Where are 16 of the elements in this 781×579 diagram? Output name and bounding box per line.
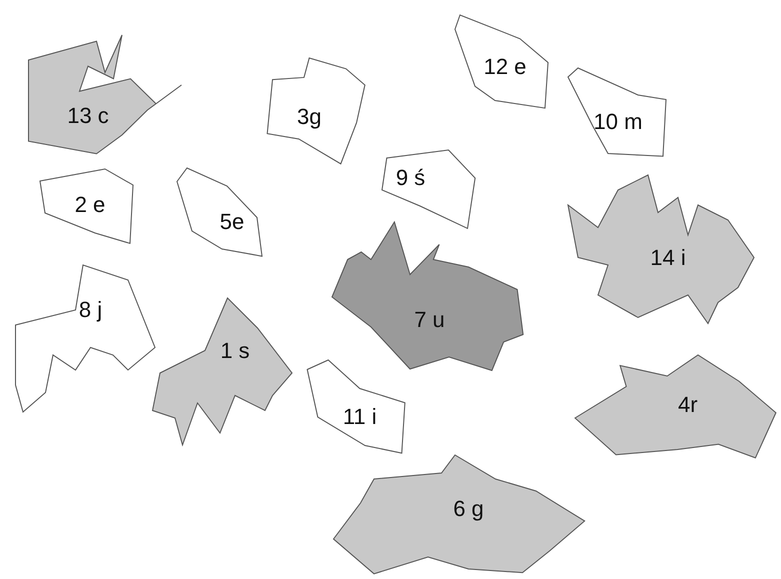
shape-label: 12 e: [484, 54, 526, 80]
shape-label: 2 e: [74, 192, 106, 218]
shape-label: 3g: [297, 104, 322, 130]
shape-label: 7 u: [414, 306, 445, 332]
shape-label: 9 ś: [396, 165, 426, 191]
outlined-polygon: [568, 68, 668, 158]
shape-label: 6 g: [453, 496, 484, 522]
outlined-polygon: [382, 150, 477, 230]
shape-label: 8 j: [78, 297, 102, 323]
shape-label: 10 m: [594, 109, 642, 135]
shape-label: 5e: [220, 209, 244, 235]
shape-label: 13 c: [67, 103, 109, 130]
shape-label: 4r: [678, 392, 698, 418]
shape-label: 1 s: [220, 338, 250, 364]
shape-label: 11 i: [342, 404, 377, 430]
shape-label: 14 i: [650, 244, 686, 270]
